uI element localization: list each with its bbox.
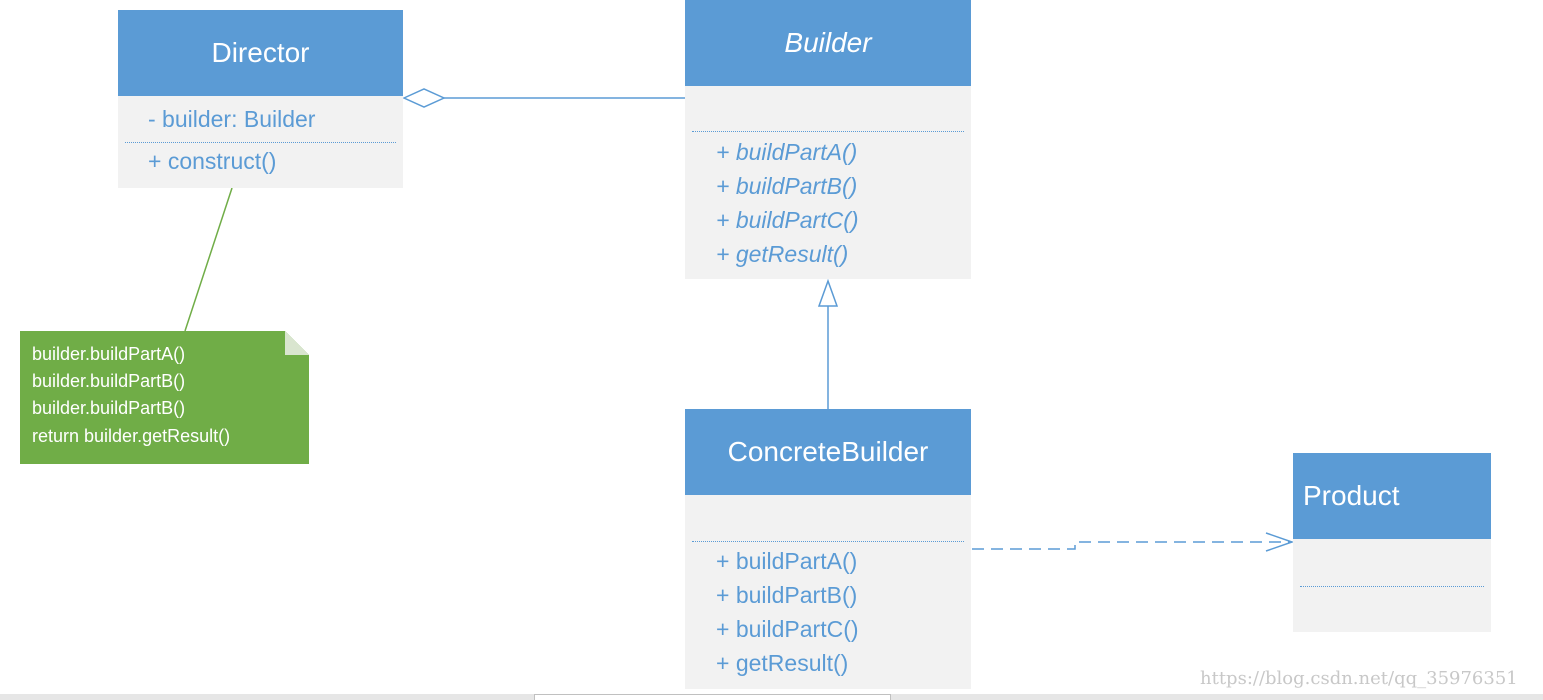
- note-line-2: builder.buildPartB(): [32, 371, 186, 391]
- product-separator: [1300, 586, 1484, 587]
- note-line-3: builder.buildPartB(): [32, 398, 186, 418]
- concretebuilder-operation-buildparta: + buildPartA(): [716, 548, 858, 574]
- generalization-arrow: [817, 278, 839, 307]
- director-class-body: - builder: Builder + construct(): [118, 96, 403, 188]
- builder-operation-buildpartc: + buildPartC(): [716, 207, 859, 233]
- builder-operation-getresult: + getResult(): [716, 241, 849, 267]
- dependency-arrowhead: [1265, 532, 1295, 552]
- note-anchor-line: [184, 187, 233, 332]
- director-separator: [125, 142, 396, 143]
- construct-note[interactable]: builder.buildPartA() builder.buildPartB(…: [20, 331, 309, 464]
- director-operation-construct: + construct(): [148, 148, 277, 174]
- director-class-name: Director: [118, 10, 403, 96]
- product-class-name: Product: [1293, 453, 1491, 539]
- concretebuilder-separator: [692, 541, 964, 542]
- product-class[interactable]: Product: [1293, 453, 1491, 632]
- builder-class[interactable]: Builder + buildPartA() + buildPartB() + …: [685, 0, 971, 279]
- note-line-4: return builder.getResult(): [32, 426, 231, 446]
- horizontal-scrollbar-thumb[interactable]: [534, 694, 891, 700]
- concretebuilder-class[interactable]: ConcreteBuilder + buildPartA() + buildPa…: [685, 409, 971, 689]
- builder-class-name: Builder: [685, 0, 971, 86]
- product-class-body: [1293, 539, 1491, 632]
- director-attribute-builder: - builder: Builder: [148, 106, 316, 132]
- note-line-1: builder.buildPartA(): [32, 344, 186, 364]
- aggregation-diamond: [402, 88, 446, 108]
- builder-class-body: + buildPartA() + buildPartB() + buildPar…: [685, 86, 971, 279]
- concretebuilder-operation-buildpartc: + buildPartC(): [716, 616, 859, 642]
- builder-separator: [692, 131, 964, 132]
- concretebuilder-operation-buildpartb: + buildPartB(): [716, 582, 858, 608]
- concretebuilder-class-body: + buildPartA() + buildPartB() + buildPar…: [685, 495, 971, 689]
- concretebuilder-operation-getresult: + getResult(): [716, 650, 849, 676]
- director-class[interactable]: Director - builder: Builder + construct(…: [118, 10, 403, 188]
- concretebuilder-class-name: ConcreteBuilder: [685, 409, 971, 495]
- builder-operation-buildparta: + buildPartA(): [716, 139, 858, 165]
- builder-operation-buildpartb: + buildPartB(): [716, 173, 858, 199]
- dependency-line: [972, 541, 1292, 550]
- watermark-url: https://blog.csdn.net/qq_35976351: [1200, 668, 1518, 689]
